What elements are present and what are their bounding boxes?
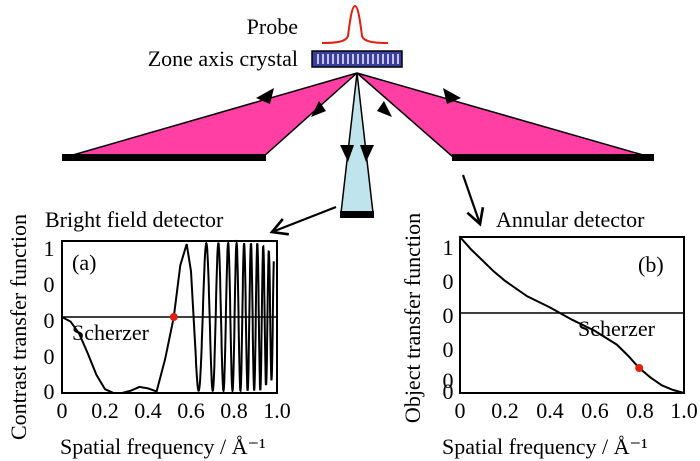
- panel-b-x-tick-label: 0.8: [626, 398, 654, 423]
- panel-a-y-tick-label: 0: [44, 272, 55, 297]
- left-ray-arrowhead-inner: [311, 101, 326, 117]
- panel-a-y-tick-labels: 1 0 0 0 0: [44, 236, 55, 404]
- left-annular-detector-bar: [62, 154, 266, 161]
- panel-a-x-tick-label: 1.0: [263, 398, 291, 423]
- panel-a-y-tick-label: 0: [44, 344, 55, 369]
- panel-a-x-tick-label: 0.8: [220, 398, 248, 423]
- panel-a-x-tick-labels: 0 0.2 0.4 0.6 0.8 1.0: [57, 398, 291, 423]
- left-ray-arrowhead-outer: [256, 88, 274, 104]
- schematic: Probe Zone axis crystal: [62, 4, 654, 236]
- panel-b-x-axis-title: Spatial frequency / Å⁻¹: [442, 434, 648, 459]
- crystal-block: [311, 50, 403, 68]
- panel-a-x-tick-label: 0.2: [91, 398, 119, 423]
- cone-arrowhead-left: [340, 145, 354, 162]
- panel-b-x-tick-label: 1.0: [670, 398, 698, 423]
- panel-b-x-tick-label: 0.2: [491, 398, 519, 423]
- bright-field-detector-bar: [340, 211, 374, 218]
- right-ray-arrowhead-outer: [443, 88, 461, 104]
- panel-b-y-tick-label: 0: [443, 379, 454, 404]
- panel-a-scherzer-point: [169, 313, 178, 321]
- panel-b-plot-frame: [459, 236, 685, 394]
- panel-a-x-axis-title: Spatial frequency / Å⁻¹: [60, 434, 266, 459]
- panel-b-otf-curve: [459, 236, 685, 394]
- probe-beam-profile: [321, 4, 389, 44]
- panel-a-x-tick-label: 0.4: [134, 398, 162, 423]
- panel-b-label: (b): [638, 252, 664, 277]
- panel-b-x-tick-labels: 0 0.2 0.4 0.6 0.8 1.0: [455, 398, 698, 423]
- panel-a-scherzer-label: Scherzer: [72, 320, 150, 345]
- panel-a-y-tick-label: 0: [44, 308, 55, 333]
- crystal-lattice-lines: [317, 54, 399, 64]
- panel-b-y-tick-label: 0: [443, 269, 454, 294]
- panel-b: Annular detector Object transfer functio…: [400, 207, 698, 459]
- right-annular-detector-bar: [452, 154, 654, 161]
- panel-b-scherzer-point: [635, 364, 644, 372]
- panel-a-title: Bright field detector: [45, 207, 224, 232]
- probe-label: Probe: [247, 14, 298, 39]
- bright-field-cone: [340, 72, 374, 214]
- panel-a-x-tick-label: 0.6: [177, 398, 205, 423]
- right-scattering-region: [356, 72, 651, 158]
- panel-a-y-tick-label: 0: [44, 379, 55, 404]
- panel-b-y-tick-label: 0: [443, 303, 454, 328]
- panel-a-x-tick-label: 0: [57, 398, 68, 423]
- panel-b-x-tick-label: 0.6: [581, 398, 609, 423]
- panel-b-scherzer-label: Scherzer: [578, 316, 656, 341]
- panel-b-x-tick-label: 0: [455, 398, 466, 423]
- panel-a-y-tick-label: 1: [44, 236, 55, 261]
- right-ray-arrowhead-inner: [377, 101, 392, 117]
- panel-a: Bright field detector Contrast transfer …: [6, 207, 291, 459]
- panel-b-x-tick-label: 0.4: [536, 398, 564, 423]
- pointer-arrow-to-panel-a: [269, 205, 337, 236]
- panel-b-y-tick-label: 1: [443, 235, 454, 260]
- panel-b-y-axis-title: Object transfer function: [400, 213, 425, 423]
- panel-a-ctf-curve: [61, 239, 275, 395]
- panel-a-label: (a): [72, 250, 96, 275]
- crystal-label: Zone axis crystal: [148, 46, 298, 71]
- panel-b-y-tick-label: 0: [443, 368, 454, 393]
- panel-b-title: Annular detector: [496, 207, 645, 232]
- pointer-arrow-to-panel-b: [461, 174, 485, 227]
- panel-a-y-axis-title: Contrast transfer function: [6, 214, 31, 440]
- cone-arrowhead-right: [360, 145, 374, 162]
- panel-b-y-tick-label: 0: [443, 337, 454, 362]
